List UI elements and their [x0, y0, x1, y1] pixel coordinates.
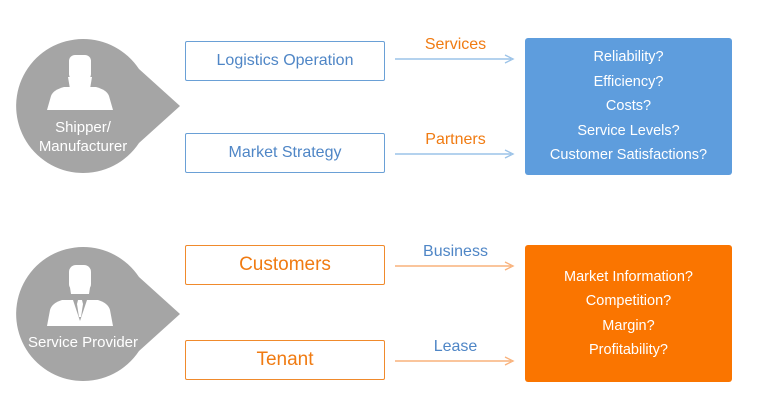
tenant-box: Tenant — [185, 340, 385, 380]
lease-arrow — [395, 356, 515, 366]
provider-questions-panel: Market Information? Competition? Margin?… — [525, 245, 732, 382]
businessman-icon — [47, 265, 113, 326]
business-label: Business — [423, 243, 488, 260]
customers-box: Customers — [185, 245, 385, 285]
question-market-information: Market Information? — [564, 268, 693, 285]
partners-arrow — [395, 149, 515, 159]
services-label: Services — [424, 36, 487, 53]
question-efficiency: Efficiency? — [593, 73, 664, 90]
question-reliability: Reliability? — [593, 49, 664, 66]
business-arrow — [395, 261, 515, 271]
shipper-questions-panel: Reliability? Efficiency? Costs? Service … — [525, 38, 732, 175]
question-competition: Competition? — [585, 293, 672, 309]
shipper-label-line2: Manufacturer — [38, 138, 128, 155]
question-customer-satisfactions: Customer Satisfactions? — [549, 147, 708, 164]
services-arrow — [395, 54, 515, 64]
partners-label: Partners — [425, 131, 486, 148]
shipper-label-line1: Shipper/ — [55, 119, 111, 136]
shipper-badge — [16, 39, 180, 173]
logistics-operation-box: Logistics Operation — [185, 41, 385, 81]
lease-label: Lease — [433, 338, 478, 355]
person-icon — [47, 55, 113, 110]
question-costs: Costs? — [605, 98, 652, 115]
question-margin: Margin? — [602, 317, 655, 334]
market-strategy-box: Market Strategy — [185, 133, 385, 173]
provider-label: Service Provider — [27, 334, 139, 351]
shipper-label: Shipper/ Manufacturer — [14, 118, 152, 156]
question-service-levels: Service Levels? — [577, 122, 680, 139]
question-profitability: Profitability? — [589, 342, 668, 358]
provider-badge — [16, 247, 180, 381]
